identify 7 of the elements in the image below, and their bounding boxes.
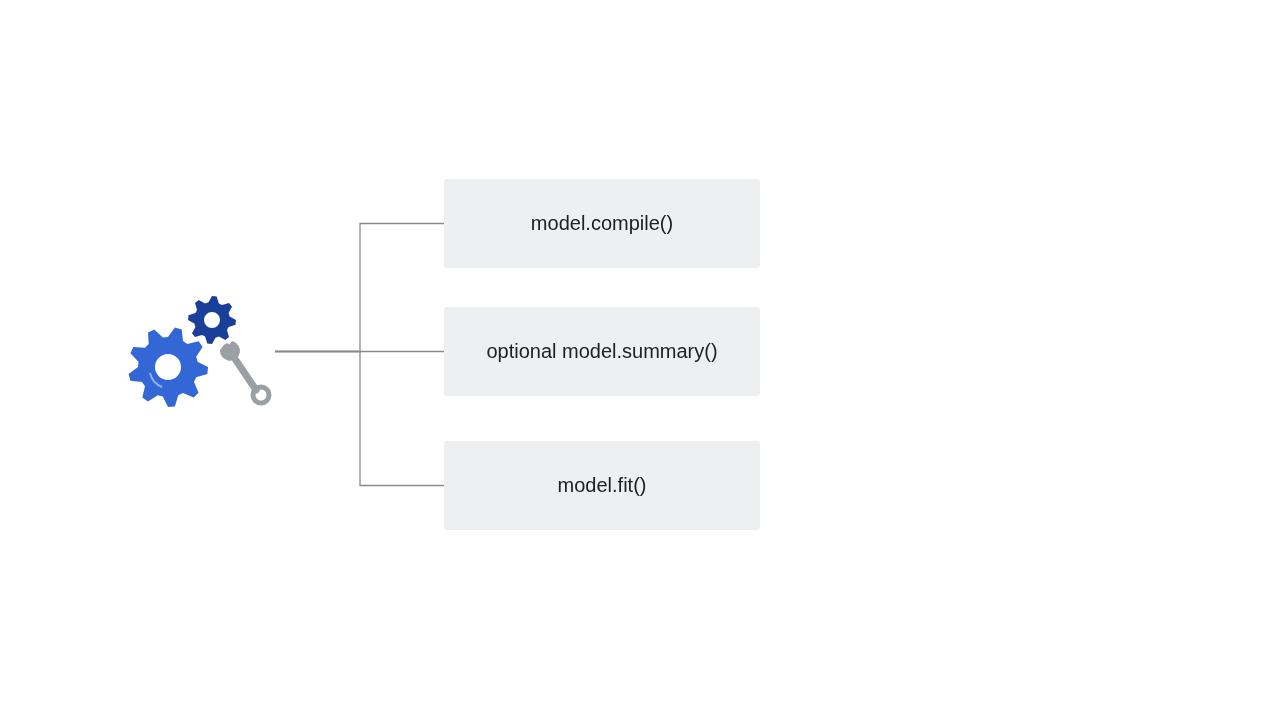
process-box [444, 179, 760, 268]
process-box [444, 307, 760, 396]
process-box [444, 441, 760, 530]
method-label: model.compile() [530, 212, 674, 235]
method-label: model.fit() [557, 474, 647, 497]
connector-line [274, 350, 445, 487]
method-label: optional model.summary() [486, 340, 718, 363]
